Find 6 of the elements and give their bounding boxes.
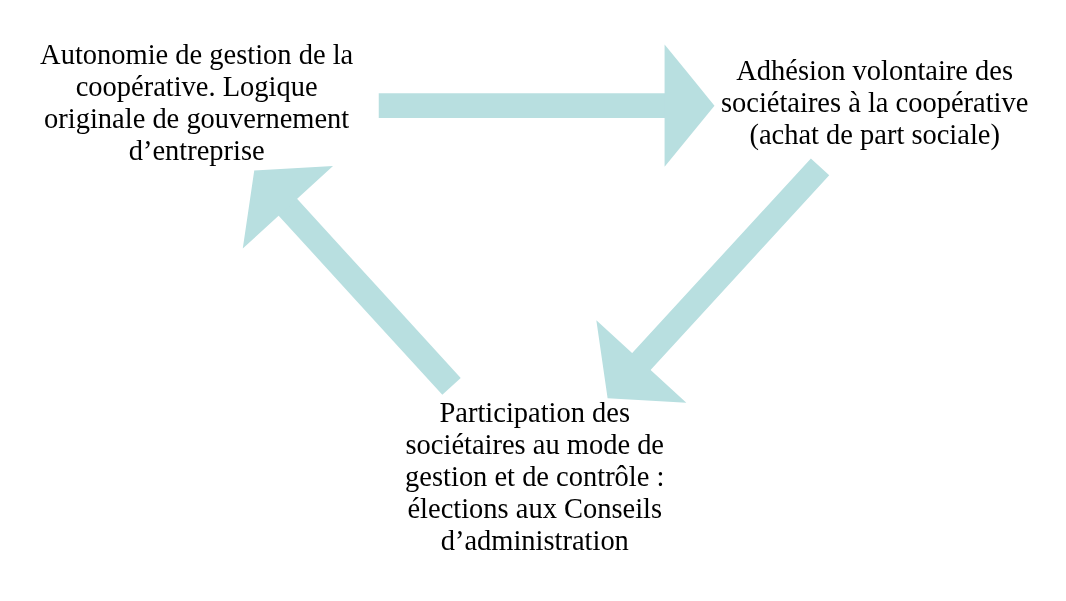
- arrow: [378, 44, 715, 167]
- node-text: Adhésion volontaire des sociétaires à la coopérative (achat de part sociale): [720, 55, 1029, 151]
- arrow: [596, 158, 830, 403]
- node-text: Autonomie de gestion de la coopérative. Logique originale de gouvernement d’entreprise: [40, 39, 354, 167]
- node-text: Participation des sociétaires au mode de gestion et de contrôle : élections aux Conseils d’administration: [405, 397, 665, 557]
- arrow: [242, 166, 461, 395]
